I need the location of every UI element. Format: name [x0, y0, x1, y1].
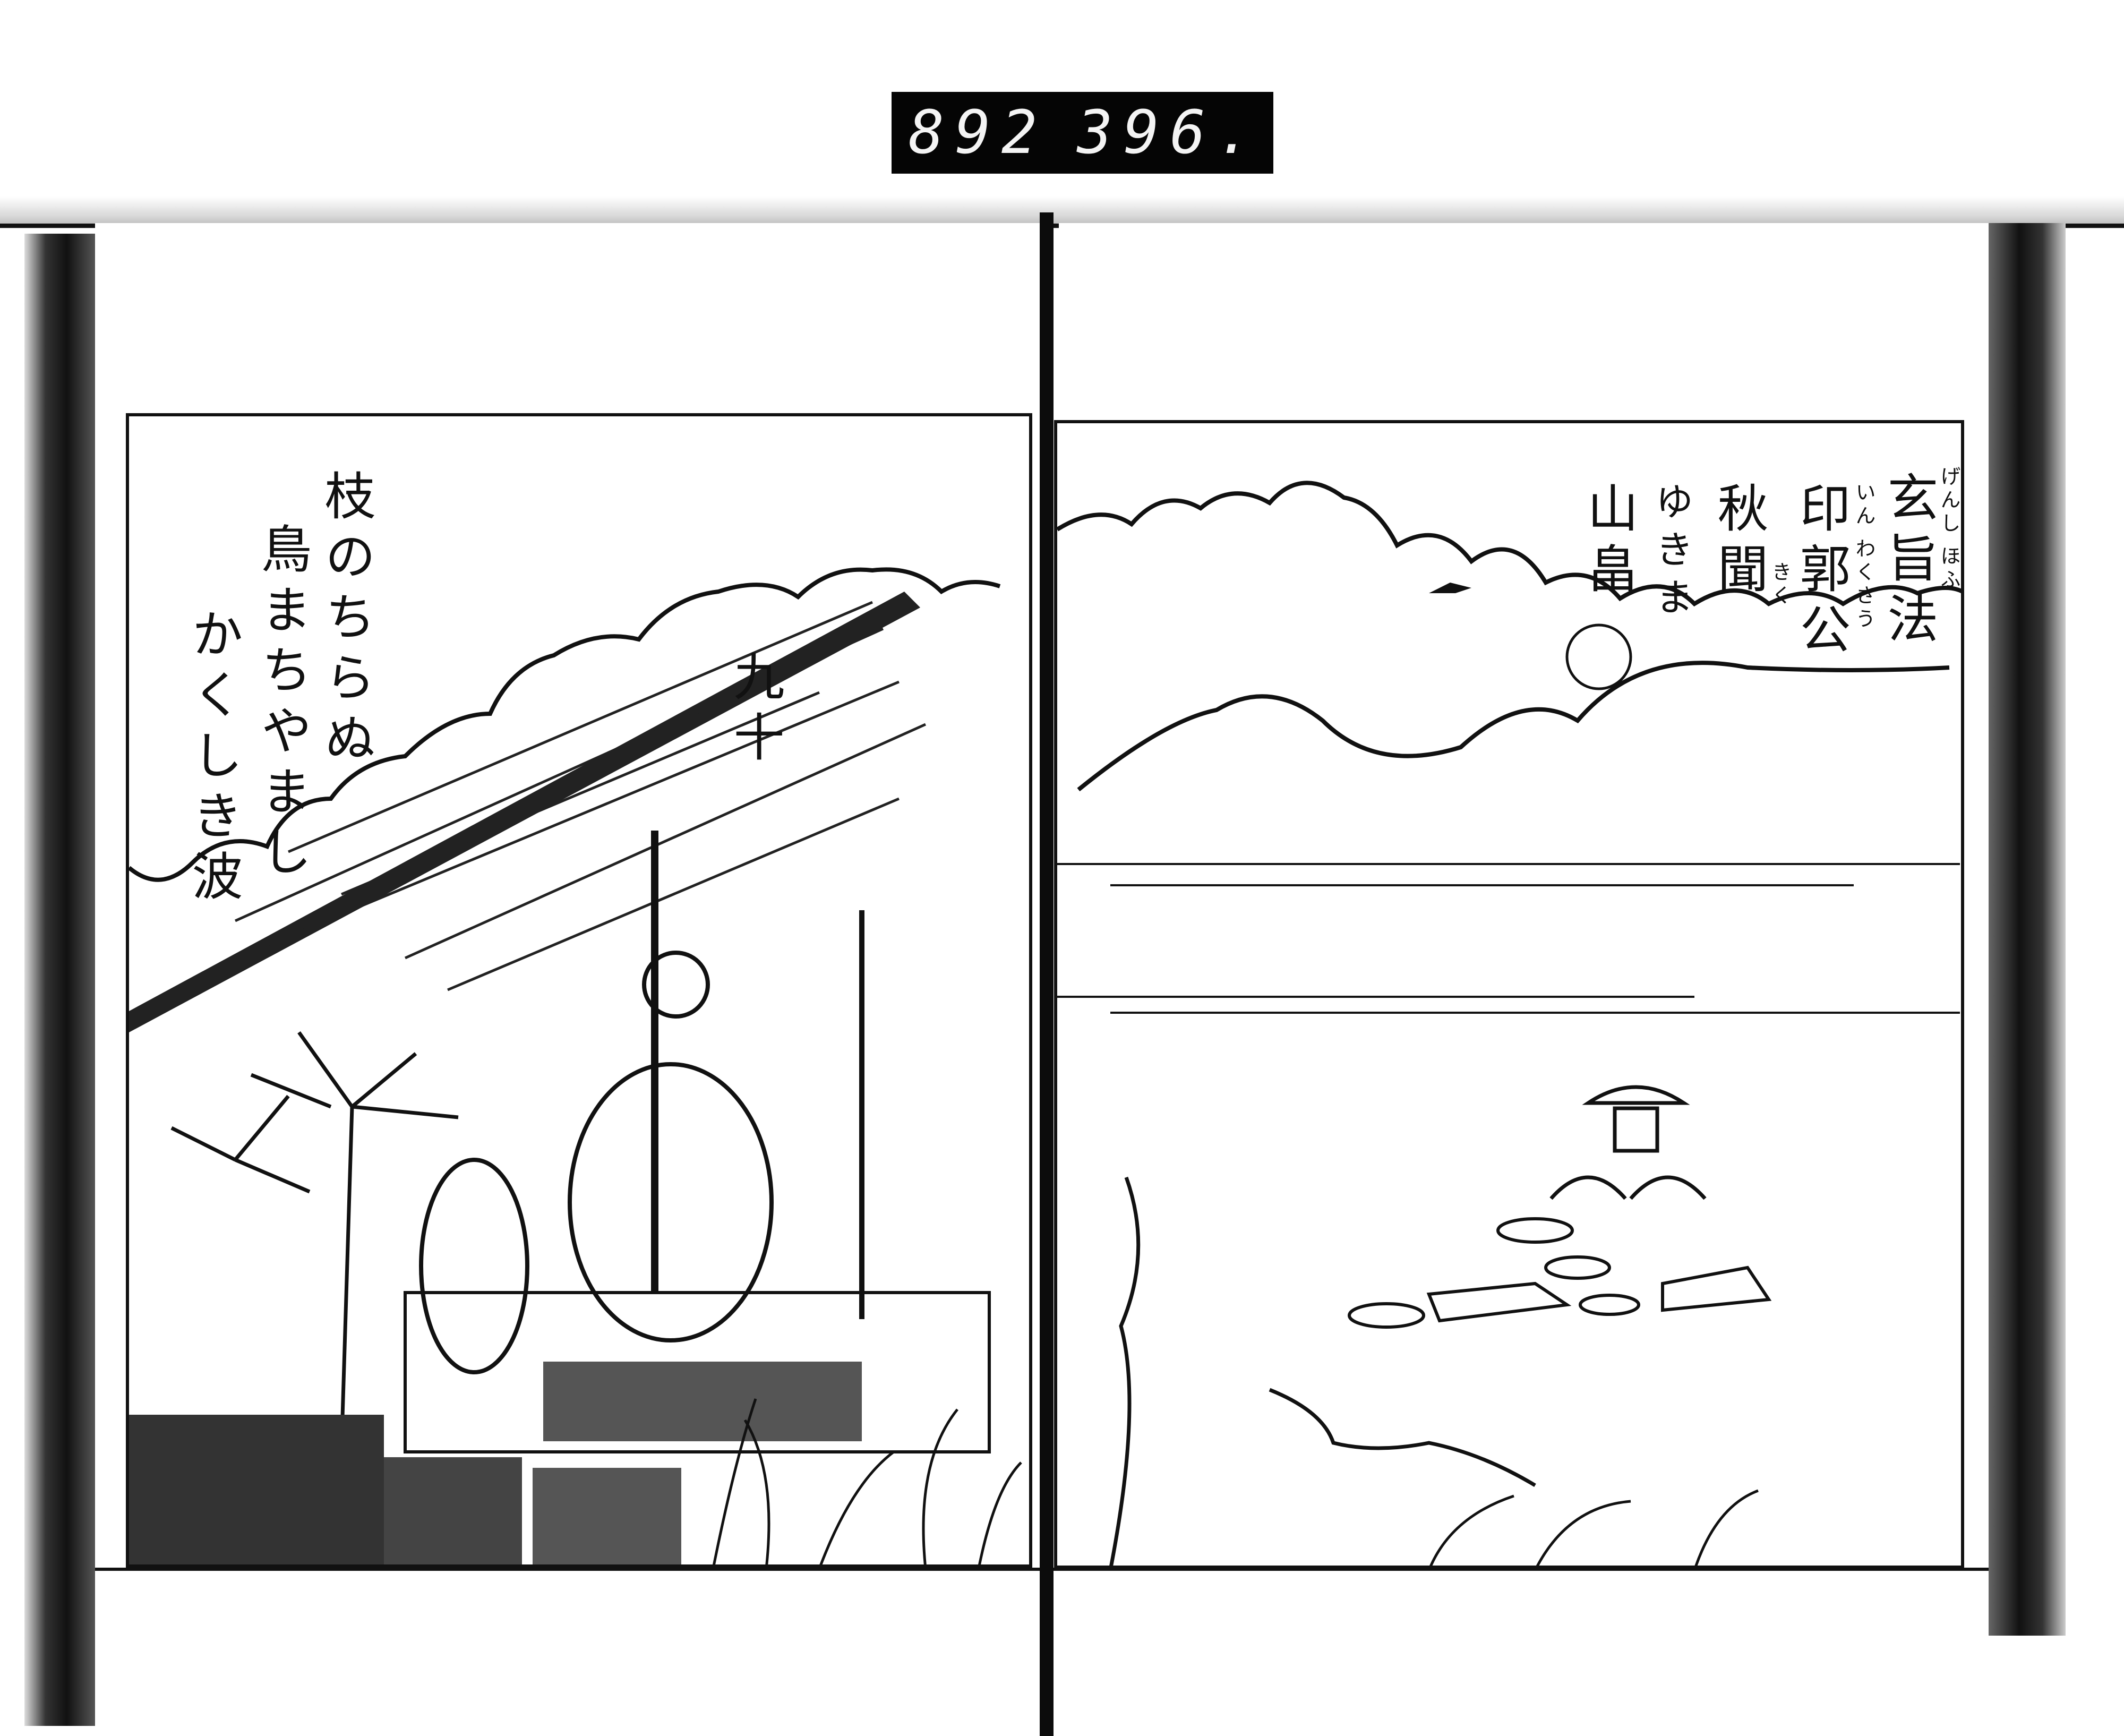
maple-tree [1109, 1176, 1536, 1566]
fence [129, 1415, 384, 1564]
bird [1429, 583, 1471, 593]
mat [543, 1362, 862, 1441]
grass [713, 1398, 1022, 1564]
veranda-floor [404, 1291, 991, 1453]
roof [129, 592, 920, 1032]
left-page-number: 892 [909, 98, 1048, 167]
scan-number-label: 892 396. [892, 92, 1273, 174]
title-col-3: 秋聞 [1709, 482, 1768, 603]
book-spine [1040, 212, 1054, 1736]
title-col-3-ruby: きく [1768, 561, 1792, 608]
palm-plants [170, 1031, 459, 1452]
title-col-2-ruby: いん わくさう [1852, 482, 1875, 632]
child-figure [419, 1158, 529, 1374]
cloud-border [129, 567, 1001, 882]
stepping-stones [1348, 1217, 1772, 1329]
seated-figure [568, 1062, 774, 1342]
grass [1429, 1489, 1759, 1566]
title-col-1: 玄旨法 [1879, 471, 1938, 653]
veranda-scene-illustration [129, 567, 1022, 1564]
hills [1077, 661, 1950, 792]
book-left-edge [24, 234, 95, 1726]
cloud-border [1057, 481, 1961, 607]
right-page-number: 396. [1077, 98, 1263, 167]
poem-line-3: かくしき波 [183, 608, 243, 910]
horizon-lines [1057, 863, 1960, 1014]
poem-number: 九十 [725, 650, 784, 771]
title-col-1-ruby: げんし ほふ [1937, 466, 1960, 593]
moon [1565, 623, 1632, 690]
right-illustration-frame: 玄旨法 げんし ほふ 印郭公 いん わくさう 秋聞 きく ゆきま 山畠 [1054, 420, 1964, 1569]
title-col-2: 印郭公 [1791, 482, 1851, 663]
title-col-4: ゆきま [1649, 482, 1693, 625]
poem-line-2: 鳥まちやまし [252, 523, 312, 886]
poem-line-1: 枝のちらぬ [316, 469, 375, 772]
moonlit-garden-illustration [1057, 481, 1961, 1566]
roof-tiles [234, 601, 927, 991]
title-col-5: 山畠 [1579, 482, 1638, 603]
left-illustration-frame: 九十 枝のちらぬ 鳥まちやまし かくしき波 [126, 413, 1032, 1568]
book-right-edge [1989, 223, 2066, 1636]
garden-lantern [1549, 1085, 1707, 1200]
